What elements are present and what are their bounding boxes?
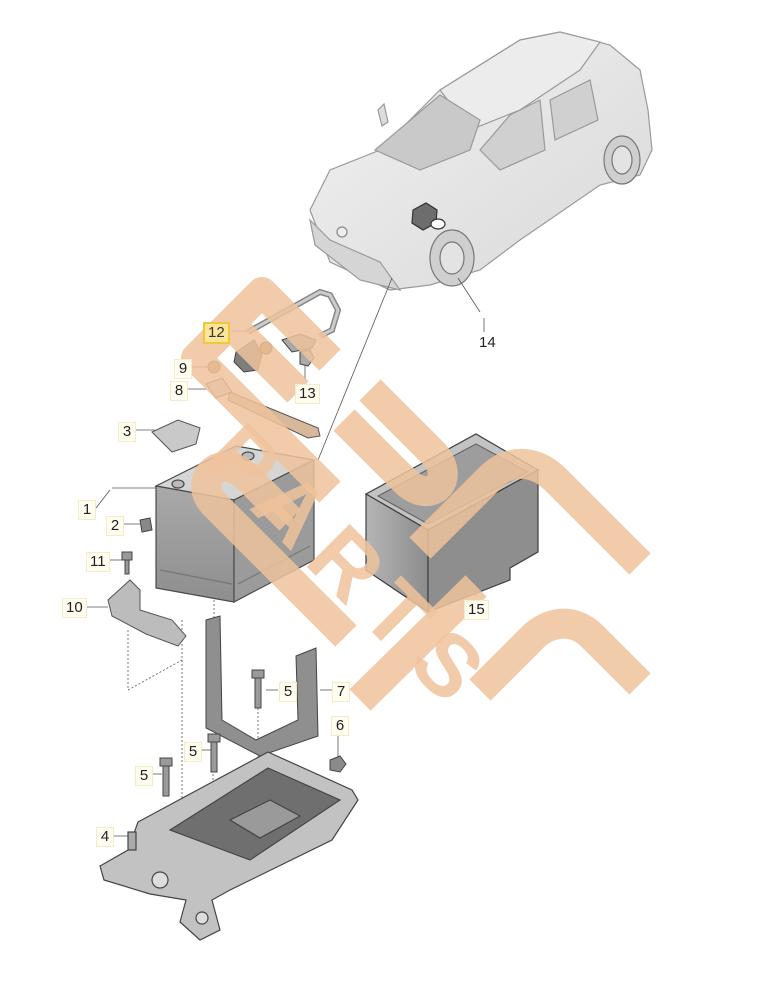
callout-10[interactable]: 10 (62, 598, 87, 618)
nut-6-part (329, 755, 347, 773)
callout-15[interactable]: 15 (464, 600, 489, 620)
bracket-10-part (107, 579, 187, 647)
bolt-5-part (159, 669, 265, 797)
callout-11[interactable]: 11 (86, 552, 110, 572)
callout-13[interactable]: 13 (295, 384, 320, 404)
callout-3[interactable]: 3 (118, 422, 136, 442)
nut-13-part (299, 349, 315, 367)
callout-6[interactable]: 6 (331, 716, 349, 736)
callout-8[interactable]: 8 (170, 381, 188, 401)
callout-4[interactable]: 4 (96, 827, 114, 847)
callout-7[interactable]: 7 (332, 682, 350, 702)
callout-5c[interactable]: 5 (135, 766, 153, 786)
bolt-2-part (139, 517, 153, 533)
battery-icon (154, 445, 316, 603)
battery-cable-part (233, 288, 342, 373)
callout-14[interactable]: 14 (479, 334, 496, 351)
callout-2[interactable]: 2 (106, 516, 124, 536)
insulation-box-part (364, 433, 540, 614)
callout-5a[interactable]: 5 (279, 682, 297, 702)
nut-9-part (207, 360, 221, 374)
battery-tray-part (99, 751, 359, 941)
callout-1[interactable]: 1 (78, 500, 96, 520)
battery-cover-part (151, 419, 201, 453)
clamp-bracket-part (205, 615, 319, 757)
callout-5b[interactable]: 5 (184, 742, 202, 762)
callout-12-highlighted[interactable]: 12 (203, 322, 230, 344)
bolt-11-part (121, 551, 133, 575)
callout-9[interactable]: 9 (174, 359, 192, 379)
car-icon (309, 31, 653, 291)
